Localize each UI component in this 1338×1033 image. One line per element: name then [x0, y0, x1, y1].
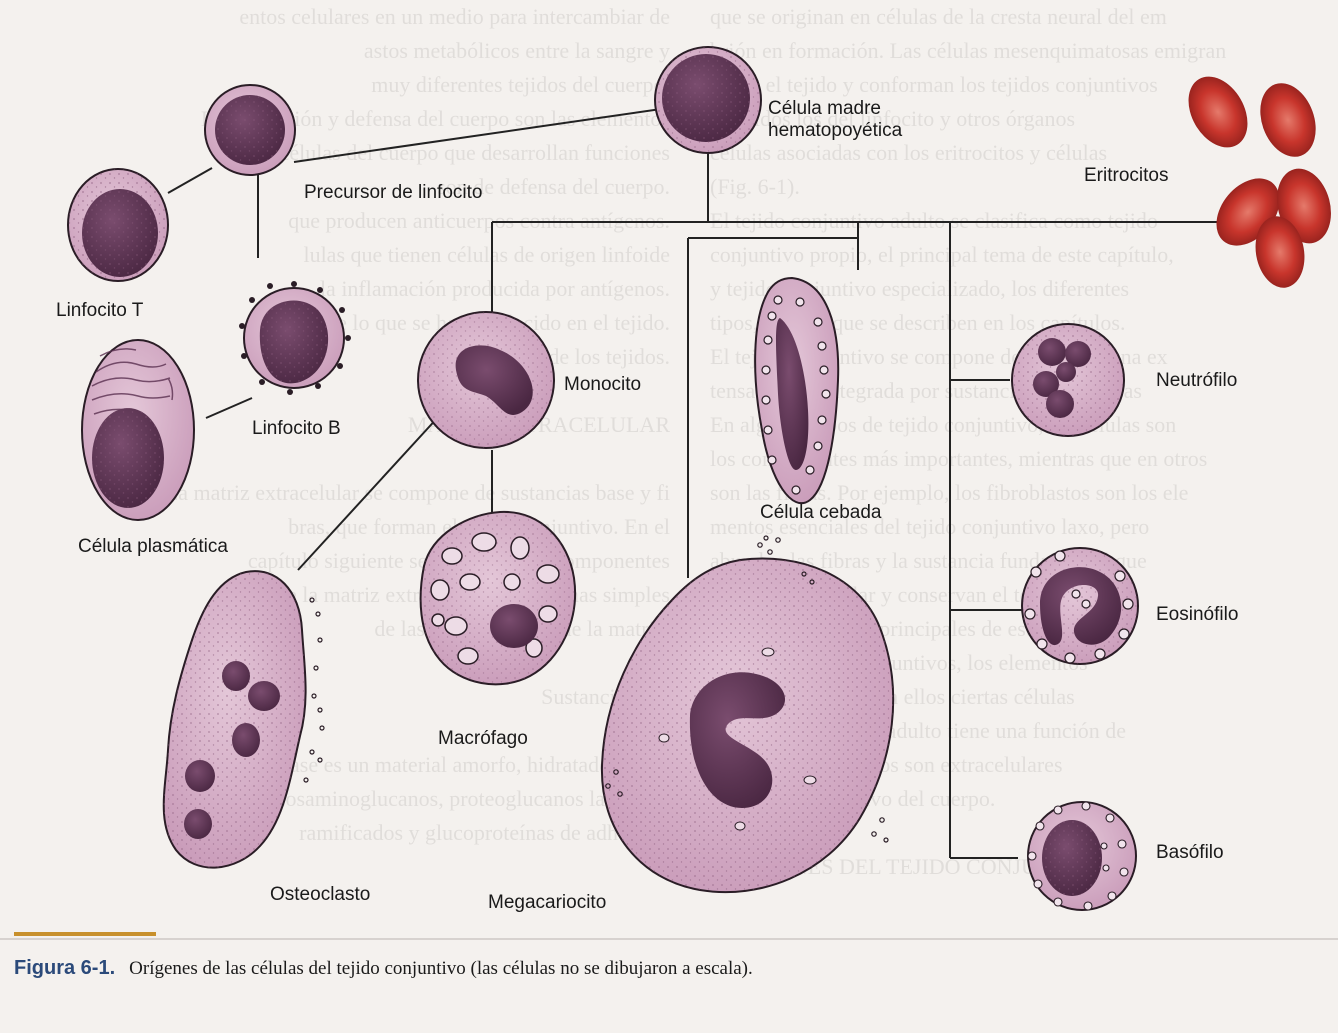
- label-stem-cell-line2: hematopoyética: [768, 120, 903, 141]
- background-text-line: La matriz extracelular se compone de sus…: [164, 480, 670, 505]
- neutrophil: [1011, 323, 1125, 437]
- plasma-cell: [81, 339, 195, 521]
- megakaryocyte: [600, 535, 895, 894]
- basophil: [1027, 801, 1137, 911]
- t-lymphocyte: [67, 168, 169, 282]
- monocyte: [417, 311, 555, 449]
- connector-lines: [167, 107, 1251, 859]
- background-text-line: desde el tejido y conforman los tejidos …: [710, 72, 1158, 97]
- label-macrophage: Macrófago: [438, 728, 528, 749]
- background-text-line: que se originan en células de la cresta …: [710, 4, 1167, 29]
- label-mast-cell: Célula cebada: [760, 502, 882, 523]
- figure-caption: Figura 6-1. Orígenes de las células del t…: [14, 957, 753, 980]
- background-text-line: por glucosaminoglucanos, proteoglucanos …: [212, 786, 670, 811]
- background-text-line: brión en formación. Las células mesenqui…: [710, 38, 1227, 63]
- background-text-line: ramificados y glucoproteínas de adhesión…: [299, 820, 670, 845]
- background-text-line: muy diferentes tejidos del cuerpo.: [371, 72, 670, 97]
- erythrocytes: [1188, 76, 1331, 288]
- label-stem-cell-line1: Célula madre: [768, 98, 881, 119]
- label-t-lymphocyte: Linfocito T: [56, 300, 144, 321]
- label-stem-cell: Célula madre hematopoyética: [768, 98, 902, 142]
- stem-cell: [654, 46, 762, 154]
- label-monocyte: Monocito: [564, 374, 642, 395]
- lymphocyte-precursor: [204, 84, 296, 176]
- background-text-line: que producen anticuerpos contra antígeno…: [288, 208, 670, 233]
- eosinophil: [1021, 547, 1139, 665]
- label-osteoclast: Osteoclasto: [270, 884, 371, 905]
- label-lymphocyte-precursor: Precursor de linfocito: [304, 182, 483, 203]
- background-text-line: mentos esenciales del tejido conjuntivo …: [710, 514, 1150, 539]
- background-text-line: la inflamación producida por antígenos.: [319, 276, 670, 301]
- background-text-line: El tejido conjuntivo adulto se clasifica…: [710, 208, 1158, 233]
- mast-cell: [754, 276, 840, 505]
- label-basophil: Basófilo: [1156, 842, 1224, 863]
- b-lymphocyte: [239, 281, 351, 395]
- background-text-line: entos celulares en un medio para interca…: [239, 4, 670, 29]
- label-erythrocytes: Eritrocitos: [1084, 165, 1169, 186]
- figure-number: Figura 6-1.: [14, 957, 116, 979]
- label-megakaryocyte: Megacariocito: [488, 892, 607, 913]
- background-text-line: astos metabólicos entre la sangre y: [363, 38, 670, 63]
- background-text-line: células asociadas con los eritrocitos y …: [710, 140, 1108, 165]
- background-text-line: son de defensa del cuerpo.: [437, 174, 670, 199]
- background-text-line: incluidos los del linfocito y otros órga…: [710, 106, 1076, 131]
- figure-caption-text: Orígenes de las células del tejido conju…: [129, 958, 753, 979]
- label-b-lymphocyte: Linfocito B: [252, 418, 341, 439]
- macrophage: [419, 510, 576, 686]
- label-eosinophil: Eosinófilo: [1156, 604, 1239, 625]
- background-text-line: (Fig. 6-1).: [710, 174, 800, 199]
- background-text-line: conjuntivo propio, el principal tema de …: [710, 242, 1174, 267]
- label-neutrophil: Neutrófilo: [1156, 370, 1238, 391]
- caption-divider: [0, 938, 1338, 940]
- caption-accent-rule: [14, 932, 156, 936]
- osteoclast: [162, 570, 325, 869]
- label-plasma-cell: Célula plasmática: [78, 536, 228, 557]
- background-text-line: lulas que tienen células de origen linfo…: [303, 242, 670, 267]
